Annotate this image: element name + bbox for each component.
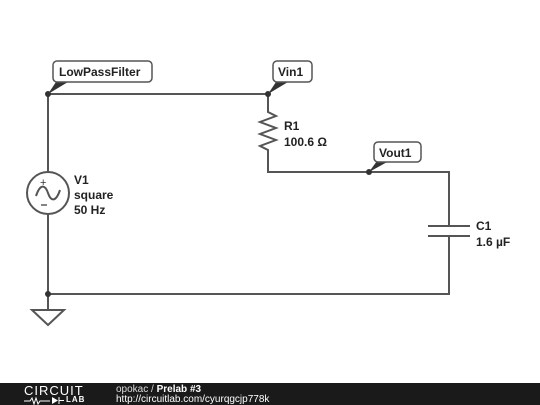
net-tag-lowpassfilter-label: LowPassFilter — [59, 65, 141, 79]
net-tag-lowpassfilter[interactable]: LowPassFilter — [48, 60, 153, 94]
resistor-name-label: R1 — [284, 119, 300, 133]
circuit-schematic: + LowPassFilter Vin1 Vout1 V1 square 50 … — [26, 60, 510, 327]
logo-waveform-icon — [24, 396, 64, 405]
logo-lab-text: LAB — [66, 395, 86, 404]
capacitor-name-label: C1 — [476, 219, 492, 233]
junction-dot-ground — [45, 291, 51, 297]
source-name-label: V1 — [74, 173, 89, 187]
wire-mid — [267, 156, 450, 226]
footer-title-line: opokac / Prelab #3 — [116, 385, 201, 395]
net-tag-vout1-label: Vout1 — [379, 146, 412, 160]
capacitor-value-label: 1.6 µF — [476, 235, 510, 249]
svg-text:+: + — [40, 177, 46, 189]
resistor-symbol — [257, 108, 279, 156]
net-tag-vout1[interactable]: Vout1 — [369, 141, 422, 172]
voltage-source-symbol: + — [26, 171, 70, 215]
source-type-label: square — [74, 188, 114, 202]
wire-bottom — [48, 236, 450, 295]
footer-bar: CIRCUIT LAB opokac / Prelab #3 http://ci… — [0, 383, 540, 405]
wire-top — [48, 93, 269, 108]
footer-separator: / — [148, 384, 157, 395]
circuitlab-logo[interactable]: CIRCUIT — [24, 383, 84, 398]
footer-url[interactable]: http://circuitlab.com/cyurqgcjp778k — [116, 394, 270, 405]
net-tag-vin1-label: Vin1 — [278, 65, 303, 79]
ground-icon — [29, 309, 67, 327]
resistor-value-label: 100.6 Ω — [284, 135, 327, 149]
footer-user[interactable]: opokac — [116, 384, 149, 395]
footer-circuit-title[interactable]: Prelab #3 — [156, 384, 202, 395]
source-freq-label: 50 Hz — [74, 203, 105, 217]
net-tag-vin1[interactable]: Vin1 — [268, 60, 313, 94]
